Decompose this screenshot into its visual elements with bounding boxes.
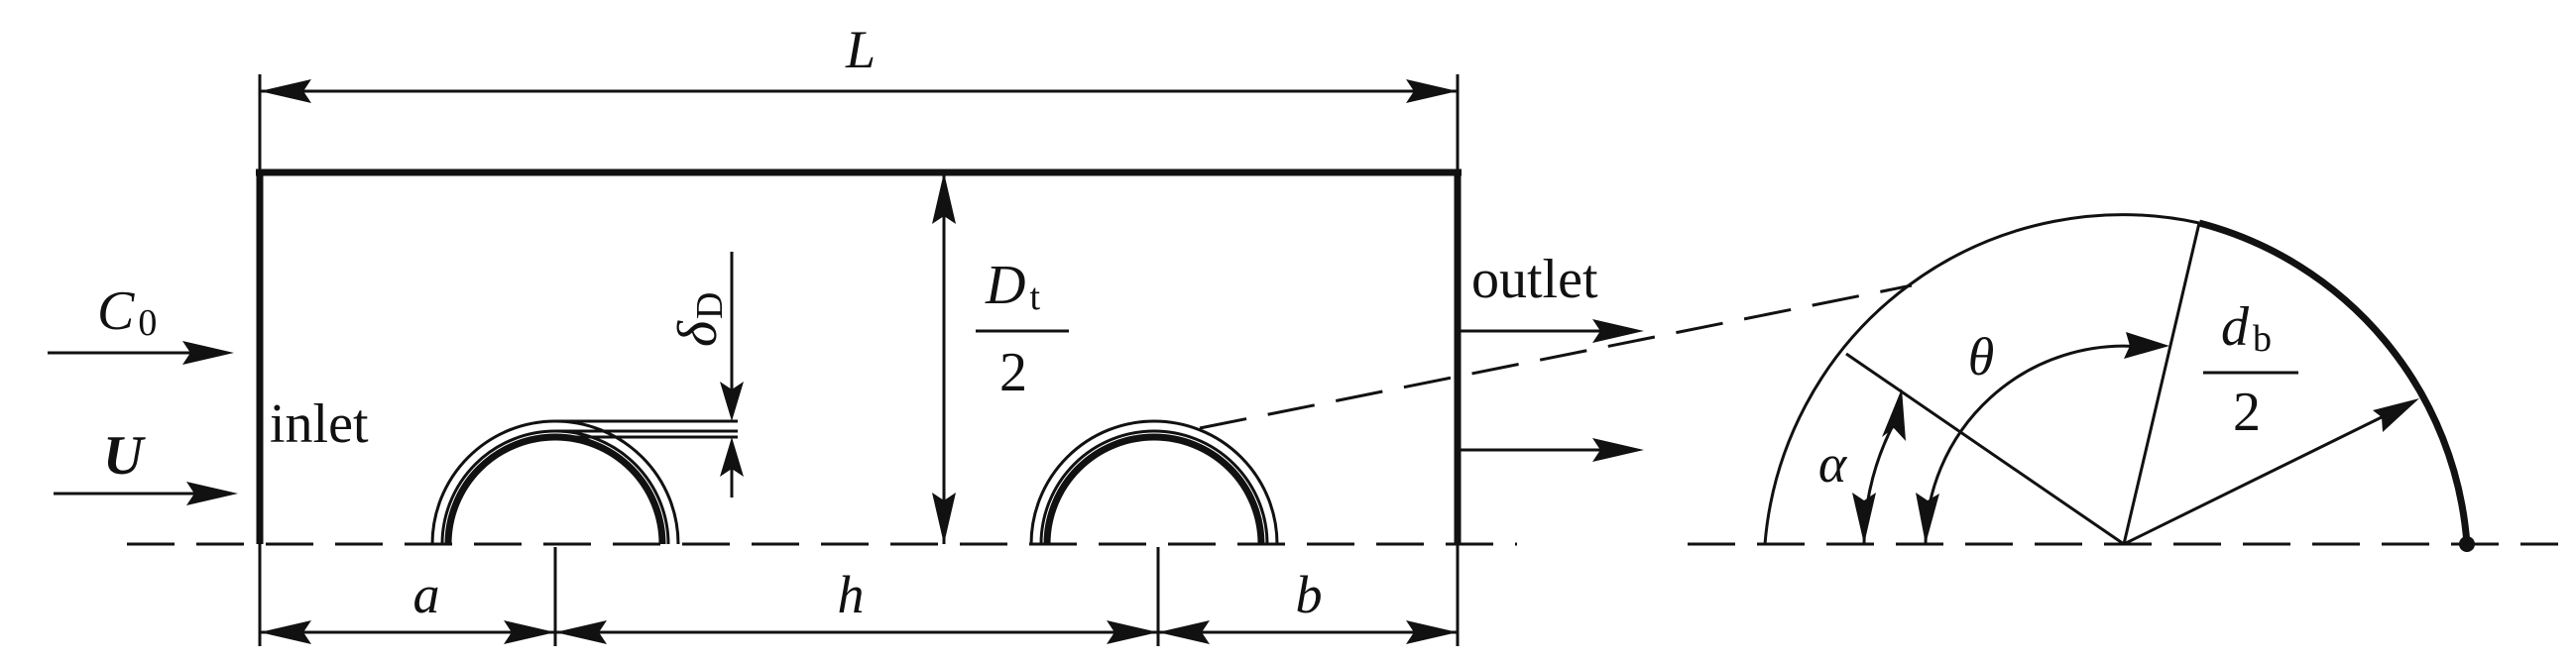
- dimension-a-arrow-right: [504, 620, 555, 644]
- dimension-h-arrow-left: [555, 620, 607, 644]
- arrow-U-head: [186, 482, 238, 505]
- dimension-b-arrow-right: [1406, 620, 1458, 644]
- dimension-b-arrow-left: [1158, 620, 1210, 644]
- label-theta: θ: [1968, 327, 1995, 387]
- angle-theta-arc: [1924, 344, 2143, 545]
- bubble-enlarged-front-arc: [1763, 213, 2200, 545]
- bubble-enlarged-end-dot: [2459, 536, 2475, 552]
- label-a: a: [413, 565, 440, 624]
- radius-db-arrow-head: [2373, 398, 2419, 432]
- film-thickness-arrow-top-head: [720, 382, 744, 421]
- arrow-outlet-lower-head: [1592, 438, 1644, 462]
- dimension-L-arrow-right: [1406, 79, 1458, 103]
- angle-theta-arrow-bottom: [1916, 493, 1939, 544]
- film-thickness-arrow-bottom-head: [720, 437, 744, 477]
- label-h: h: [838, 565, 865, 624]
- label-b: b: [1296, 565, 1323, 624]
- angle-alpha-arrow-bottom: [1852, 493, 1876, 544]
- radius-alpha-line: [1845, 352, 2125, 546]
- label-alpha: α: [1818, 434, 1848, 494]
- label-Dt-denominator: 2: [999, 342, 1027, 403]
- bubble-left: [430, 419, 680, 545]
- dimension-a-arrow-left: [260, 620, 311, 644]
- label-L: L: [845, 20, 876, 79]
- radius-theta-line: [2122, 222, 2201, 545]
- zoom-leader-line: [1199, 283, 1913, 430]
- label-outlet: outlet: [1471, 249, 1598, 310]
- label-inlet: inlet: [270, 393, 369, 455]
- bubble-enlarged: [1763, 213, 2475, 552]
- angle-theta-arrow-top: [2124, 332, 2169, 359]
- angle-alpha-arc: [1862, 415, 1900, 545]
- angle-alpha-arrow-top: [1882, 388, 1906, 441]
- dimension-L-arrow-left: [260, 79, 311, 103]
- label-delta-D: δD: [667, 292, 731, 347]
- arrow-C0-head: [182, 341, 234, 365]
- label-db-denominator: 2: [2233, 382, 2261, 443]
- dimension-h-arrow-right: [1107, 620, 1158, 644]
- dimension-Dt-arrow-bottom: [932, 493, 956, 544]
- bubble-right: [1029, 419, 1279, 545]
- label-U: U: [103, 425, 146, 487]
- radius-db-arrow-shaft: [2123, 412, 2389, 546]
- arrow-outlet-upper-head: [1592, 319, 1644, 343]
- dimension-Dt-arrow-top: [932, 172, 956, 224]
- bubble-enlarged-wake-arc: [2198, 219, 2471, 545]
